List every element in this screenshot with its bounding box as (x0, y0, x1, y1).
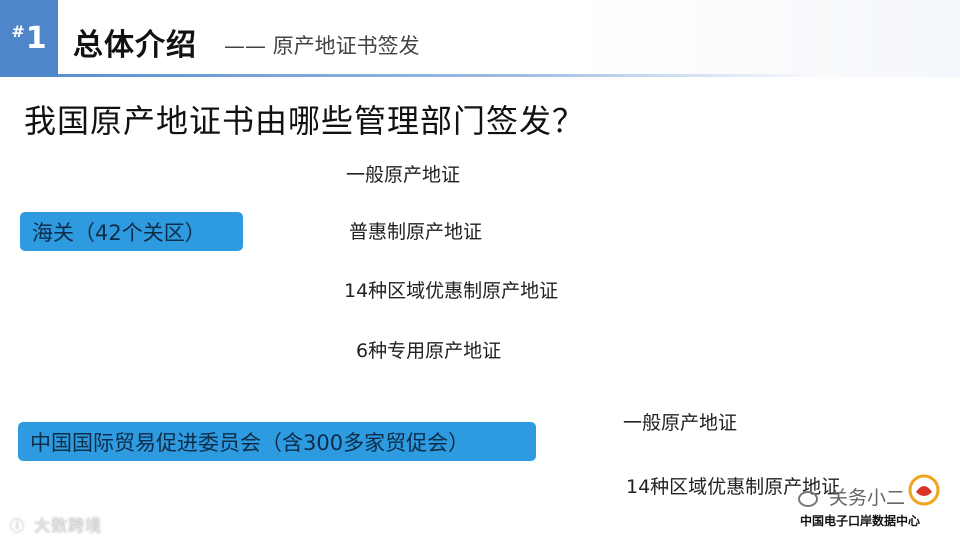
badge-hash: # (11, 22, 25, 41)
customs-certificate-item: 14种区域优惠制原产地证 (344, 280, 559, 302)
section-title: 总体介绍 (73, 28, 197, 63)
ccpit-authority-label: 中国国际贸易促进委员会（含300多家贸促会） (30, 430, 470, 455)
watermark-logo-icon: ⓘ (10, 519, 25, 535)
wechat-account-name: 关务小二 (829, 487, 906, 509)
ccpit-certificate-item: 一般原产地证 (623, 412, 738, 434)
customs-certificate-item: 普惠制原产地证 (349, 221, 483, 243)
ccpit-certificate-item: 14种区域优惠制原产地证 (626, 476, 841, 498)
section-number-badge: # 1 (0, 0, 58, 77)
ccpit-authority-box: 中国国际贸易促进委员会（含300多家贸促会） (18, 422, 536, 461)
customs-authority-label: 海关（42个关区） (32, 220, 206, 245)
wechat-icon (798, 490, 818, 507)
customs-certificate-item: 一般原产地证 (346, 164, 461, 186)
question-heading: 我国原产地证书由哪些管理部门签发？ (24, 102, 586, 140)
section-subtitle: —— 原产地证书签发 (224, 34, 420, 58)
wechat-account-watermark: 关务小二 (798, 483, 905, 510)
left-watermark-text: 大数跨境 (34, 516, 103, 535)
header-divider (58, 74, 818, 77)
data-center-seal-icon (908, 474, 940, 506)
header-band (0, 0, 960, 77)
badge-number: 1 (25, 21, 47, 56)
left-watermark: ⓘ 大数跨境 (10, 512, 102, 536)
customs-authority-box: 海关（42个关区） (20, 212, 243, 251)
customs-certificate-item: 6种专用原产地证 (356, 340, 502, 362)
data-center-caption: 中国电子口岸数据中心 (800, 514, 921, 528)
